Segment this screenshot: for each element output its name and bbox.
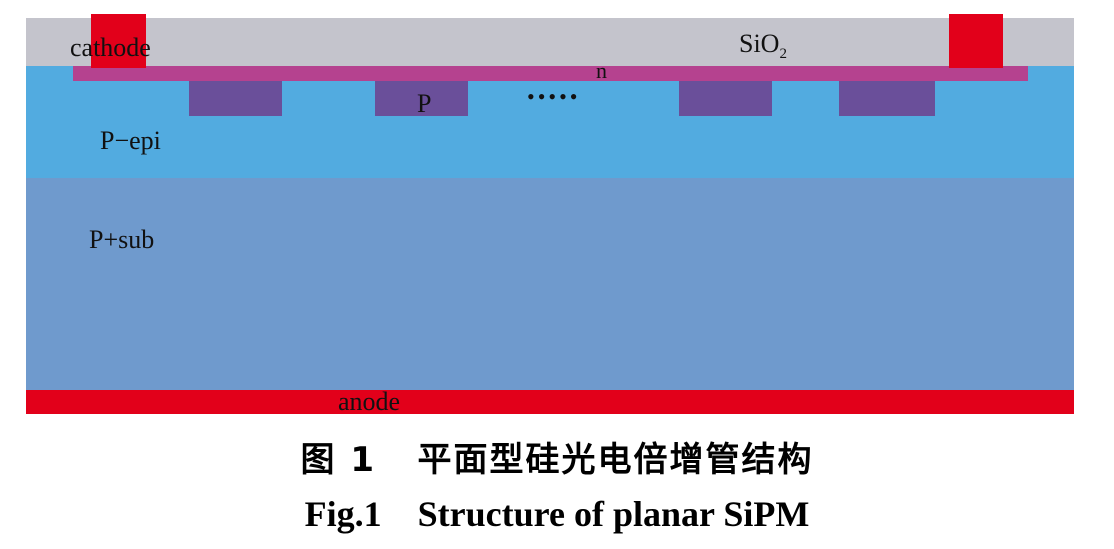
cathode-contact-right	[949, 14, 1003, 68]
caption-number-en: Fig.1	[304, 494, 382, 534]
p-epi-label: P−epi	[100, 126, 161, 155]
p-label: P	[417, 89, 431, 118]
caption-title-cn: 平面型硅光电倍增管结构	[417, 440, 814, 480]
anode-label: anode	[338, 387, 400, 416]
p-region	[679, 81, 772, 116]
ellipsis-dots: •••••	[527, 84, 581, 109]
sio2-layer	[26, 18, 1074, 68]
sio2-label: SiO2	[739, 29, 787, 62]
cathode-contact-left	[91, 14, 146, 68]
caption-number-cn: 图 1	[300, 440, 376, 480]
p-region	[375, 81, 468, 116]
p-region	[189, 81, 282, 116]
p-region	[839, 81, 935, 116]
p-sub-label: P+sub	[89, 225, 154, 254]
anode-contact	[26, 390, 1074, 414]
caption-chinese: 图 1 平面型硅光电倍增管结构	[0, 432, 1114, 481]
caption-english: Fig.1 Structure of planar SiPM	[0, 493, 1114, 535]
sipm-cross-section-diagram: cathode SiO2 n P ••••• P−epi P+sub anode	[26, 14, 1074, 416]
n-layer	[73, 66, 1028, 81]
p-sub-layer	[26, 178, 1074, 390]
cathode-label: cathode	[70, 33, 151, 62]
caption-title-en: Structure of planar SiPM	[417, 494, 810, 534]
n-label: n	[596, 58, 607, 83]
